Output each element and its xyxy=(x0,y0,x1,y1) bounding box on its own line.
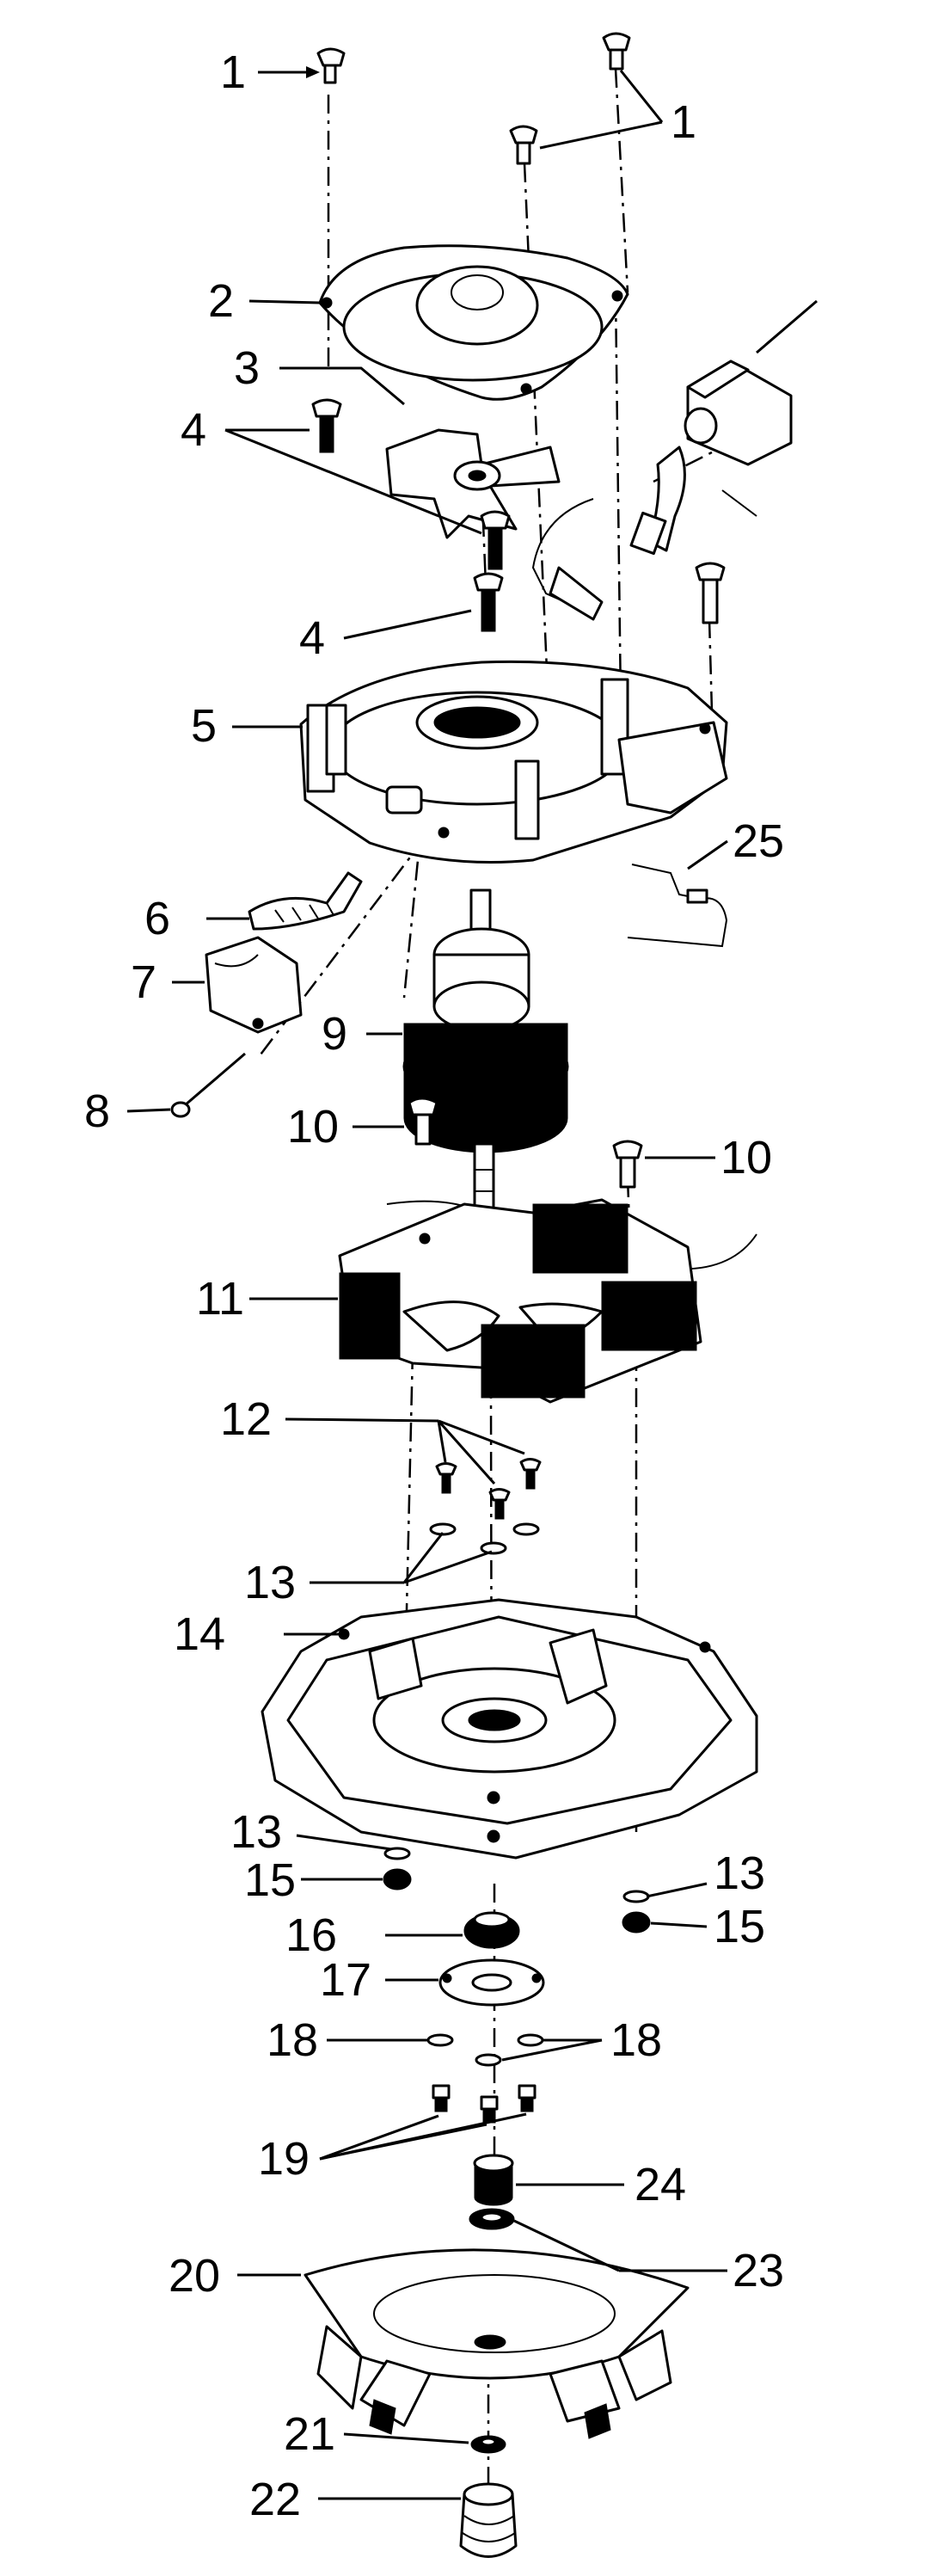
callout-3: 3 xyxy=(234,342,260,394)
part-19-screws xyxy=(432,2084,537,2124)
part-1-screws xyxy=(316,32,631,165)
part-24-spacer xyxy=(473,2154,514,2206)
callout-23: 23 xyxy=(733,2245,784,2296)
leader-lines xyxy=(126,66,728,2500)
callout-6: 6 xyxy=(144,893,170,944)
part-7-brush-cap xyxy=(205,936,303,1034)
part-21-washer xyxy=(470,2435,506,2454)
callout-15-right: 15 xyxy=(714,1901,765,1952)
callout-13-lower-left: 13 xyxy=(230,1806,282,1858)
callout-10-right: 10 xyxy=(720,1132,772,1183)
callout-7: 7 xyxy=(131,956,156,1008)
callout-9: 9 xyxy=(322,1008,347,1060)
callout-2: 2 xyxy=(208,275,234,327)
part-8-screw xyxy=(170,1052,246,1118)
callout-18-left: 18 xyxy=(267,2014,318,2066)
part-9-armature xyxy=(402,888,569,1223)
part-17-retainer-plate xyxy=(438,1958,545,2007)
part-23-washer xyxy=(469,2208,515,2230)
part-5-upper-housing xyxy=(299,660,728,864)
callout-16: 16 xyxy=(285,1909,337,1961)
part-11-field-coil xyxy=(338,1198,757,1404)
callout-18-right: 18 xyxy=(610,2014,662,2066)
callout-4-upper: 4 xyxy=(181,404,206,456)
part-2-end-cover xyxy=(318,244,629,401)
callout-11: 11 xyxy=(196,1273,244,1325)
callout-19: 19 xyxy=(258,2133,310,2185)
callout-14: 14 xyxy=(174,1608,225,1660)
callout-13-lower-right: 13 xyxy=(714,1847,765,1899)
brush-holder-assembly xyxy=(531,299,818,621)
callout-24: 24 xyxy=(635,2159,686,2210)
callout-22: 22 xyxy=(249,2474,301,2525)
callout-1-left: 1 xyxy=(220,46,246,98)
callout-10-left: 10 xyxy=(287,1101,339,1153)
part-12-screws xyxy=(435,1458,542,1520)
callout-4-lower: 4 xyxy=(299,612,325,664)
part-6-brush-spring xyxy=(248,871,363,931)
part-10-screws xyxy=(408,1097,643,1189)
part-16-bearing xyxy=(463,1911,520,1949)
callout-25: 25 xyxy=(733,815,784,867)
part-18-lock-washers xyxy=(426,2033,544,2067)
callout-8: 8 xyxy=(84,1085,110,1137)
callout-20: 20 xyxy=(169,2250,220,2302)
part-22-nut xyxy=(459,2482,518,2558)
part-13-15-lower-hardware xyxy=(383,1847,651,1934)
callout-labels: 1 1 2 3 4 4 5 6 7 8 9 10 10 11 12 13 13 … xyxy=(84,46,784,2525)
part-4-screws xyxy=(311,398,726,632)
callout-13-upper: 13 xyxy=(244,1557,296,1608)
callout-17: 17 xyxy=(320,1954,371,2006)
callout-12: 12 xyxy=(220,1393,272,1445)
callout-21: 21 xyxy=(284,2408,335,2460)
part-25-wire-clip xyxy=(627,864,728,948)
part-3-fan xyxy=(385,428,561,539)
callout-15-left: 15 xyxy=(244,1854,296,1906)
part-20-cooling-fan xyxy=(304,2248,690,2439)
callout-5: 5 xyxy=(191,700,217,752)
part-14-lower-housing xyxy=(261,1598,758,1860)
callout-1-right: 1 xyxy=(671,96,696,148)
part-13-washers-upper xyxy=(429,1522,540,1555)
